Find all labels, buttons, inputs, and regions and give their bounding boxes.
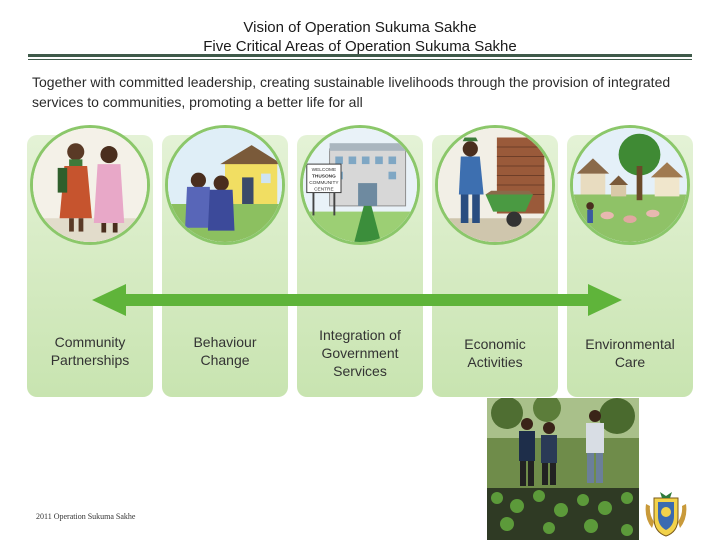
area-label-line: Economic	[464, 336, 526, 352]
area-label-line: Government	[321, 345, 399, 361]
sign-line-1: WELCOME	[312, 167, 337, 173]
area-label-line: Behaviour	[193, 334, 257, 350]
sign-line-4: CENTRE	[314, 187, 334, 193]
title-rule-thin	[28, 59, 692, 60]
area-label-line: Services	[333, 363, 387, 379]
footer-text: 2011 Operation Sukuma Sakhe	[36, 512, 136, 521]
coat-of-arms-logo	[640, 488, 692, 540]
friends-near-house-illustration	[165, 125, 285, 245]
area-label-line: Change	[200, 352, 250, 368]
area-label-community: Community Partnerships	[27, 333, 153, 369]
area-label-economic: Economic Activities	[432, 335, 558, 371]
seedlings-photo	[487, 398, 639, 540]
area-label-environmental: Environmental Care	[567, 335, 693, 371]
area-label-integration: Integration of Government Services	[297, 326, 423, 380]
area-label-line: Care	[614, 354, 646, 370]
double-arrow-icon	[92, 284, 622, 316]
area-label-line: Activities	[467, 354, 523, 370]
title-rule-thick	[28, 54, 692, 57]
area-label-line: Community	[54, 334, 126, 350]
worker-wheelbarrow-illustration	[435, 125, 555, 245]
title-line-2: Five Critical Areas of Operation Sukuma …	[203, 38, 517, 55]
area-label-behaviour: Behaviour Change	[162, 333, 288, 369]
area-label-line: Integration of	[319, 327, 401, 343]
village-trees-illustration	[570, 125, 690, 245]
community-centre-illustration: WELCOME THUSONG COMMUNITY CENTRE	[300, 125, 420, 245]
sign-line-3: COMMUNITY	[309, 180, 339, 186]
sign-line-2: THUSONG	[312, 173, 336, 179]
area-label-line: Environmental	[585, 336, 675, 352]
title-line-1: Vision of Operation Sukuma Sakhe	[243, 19, 477, 36]
women-talking-illustration	[30, 125, 150, 245]
area-label-line: Partnerships	[50, 352, 130, 368]
intro-text: Together with committed leadership, crea…	[32, 74, 671, 110]
